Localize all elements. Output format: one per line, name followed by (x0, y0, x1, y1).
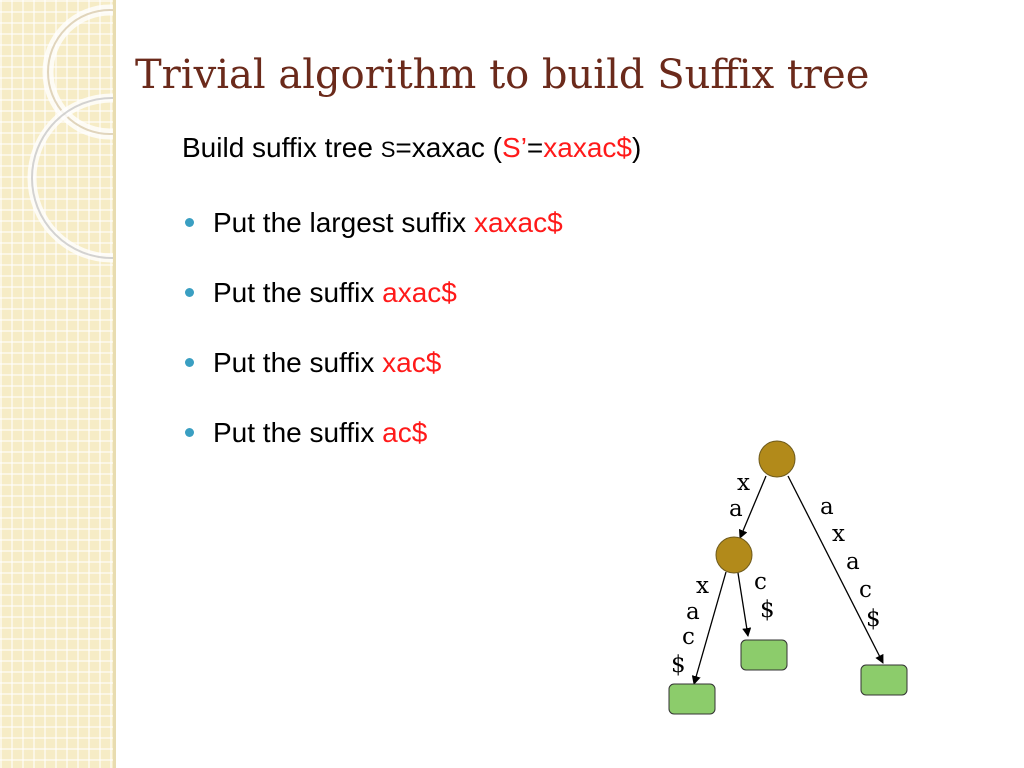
edge-internal-to-mid-leaf (737, 572, 752, 637)
edge-label: x (696, 573, 709, 599)
slide-title: Trivial algorithm to build Suffix tree (135, 52, 870, 98)
leaf-node (668, 683, 716, 715)
leaf-node (740, 639, 788, 671)
edge-root-to-leaf (787, 475, 884, 664)
edge-label: a (820, 494, 834, 520)
bullet-item: Put the suffix axac$ (182, 268, 563, 338)
intro-s-prime: S’ (502, 132, 527, 163)
bullet-dot-icon (185, 428, 194, 437)
bullet-highlight: ac$ (382, 417, 428, 448)
sidebar-edge (113, 0, 116, 768)
edge-label: c (682, 624, 695, 650)
edge-label: a (729, 496, 743, 522)
edge-label: c (754, 569, 767, 595)
bullet-text: Put the largest suffix (213, 207, 474, 238)
intro-line: Build suffix tree S=xaxac (S’=xaxac$) (182, 132, 641, 164)
bullet-dot-icon (185, 288, 194, 297)
intro-s-prime-value: xaxac$ (543, 132, 632, 163)
intro-open-paren: ( (484, 132, 503, 163)
intro-close-paren: ) (632, 132, 642, 163)
bullet-text: Put the suffix (213, 347, 383, 378)
suffix-tree-diagram: x a a x a c $ x a c $ c $ (668, 440, 908, 715)
edge-internal-to-left-leaf (691, 571, 727, 685)
bullet-text: Put the suffix (213, 417, 383, 448)
edge-label: $ (760, 597, 775, 623)
decorative-sidebar (0, 0, 113, 768)
bullet-item: Put the suffix ac$ (182, 408, 563, 478)
internal-node (715, 536, 753, 574)
intro-equals-2: = (526, 132, 544, 163)
bullet-highlight: xac$ (382, 347, 442, 378)
edge-label: x (737, 470, 750, 496)
edge-root-to-internal (738, 475, 767, 539)
edge-label: $ (671, 652, 686, 678)
bullet-text: Put the suffix (213, 277, 383, 308)
bullet-list: Put the largest suffix xaxac$ Put the su… (182, 198, 563, 478)
edge-label: a (686, 599, 700, 625)
leaf-node (860, 664, 908, 696)
bullet-highlight: xaxac$ (473, 207, 563, 238)
bullet-dot-icon (185, 358, 194, 367)
edge-label: c (859, 577, 872, 603)
intro-s-value: xaxac (411, 132, 485, 163)
bullet-dot-icon (185, 218, 194, 227)
bullet-item: Put the suffix xac$ (182, 338, 563, 408)
edge-label: x (832, 521, 845, 547)
intro-equals: = (395, 132, 412, 163)
intro-prefix: Build suffix tree (182, 132, 381, 163)
intro-s-variable: S (380, 137, 396, 162)
bullet-item: Put the largest suffix xaxac$ (182, 198, 563, 268)
root-node (758, 440, 796, 478)
edge-label: a (846, 549, 860, 575)
bullet-highlight: axac$ (382, 277, 457, 308)
edge-label: $ (866, 606, 881, 632)
decorative-rings (27, 4, 113, 263)
